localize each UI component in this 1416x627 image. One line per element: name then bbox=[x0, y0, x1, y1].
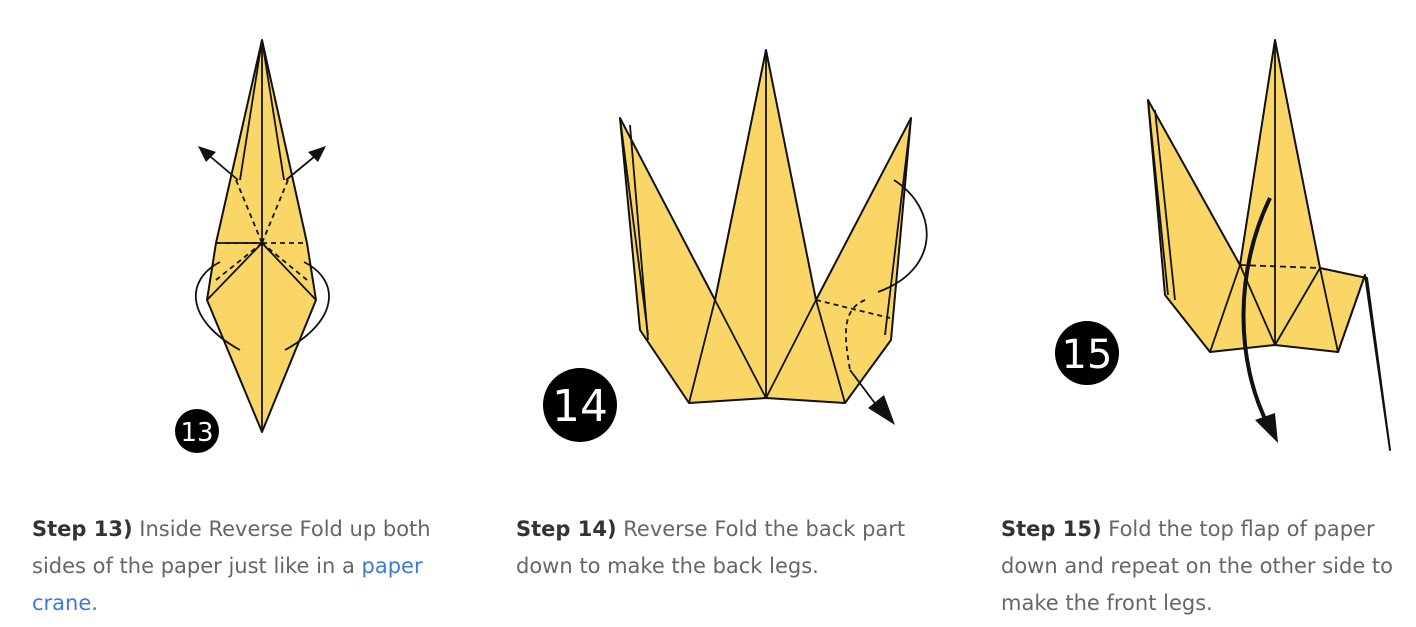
step-14-badge-number: 14 bbox=[552, 381, 608, 432]
step-13-diagram: 13 bbox=[175, 39, 330, 453]
step-15-caption: Step 15) Fold the top flap of paper down… bbox=[1001, 511, 1413, 622]
step-13: 13 Step 13) Inside Reverse Fold up both … bbox=[0, 0, 470, 627]
step-15-diagram: 15 bbox=[1055, 39, 1391, 451]
step-14-caption: Step 14) Reverse Fold the back part down… bbox=[516, 511, 966, 585]
step-13-arrowhead-left bbox=[198, 146, 216, 162]
step-14-diagram: 14 bbox=[543, 49, 928, 442]
paper-crane-link[interactable]: paper crane bbox=[32, 554, 423, 615]
step-14-label: Step 14) bbox=[516, 517, 617, 541]
step-15-label: Step 15) bbox=[1001, 517, 1102, 541]
step-13-text-end: . bbox=[91, 591, 98, 615]
step-14: 14 Step 14) Reverse Fold the back part d… bbox=[470, 0, 950, 627]
step-13-badge-number: 13 bbox=[180, 418, 213, 448]
step-13-caption: Step 13) Inside Reverse Fold up both sid… bbox=[32, 511, 472, 622]
step-15-arrowhead bbox=[1255, 413, 1278, 443]
step-15-paper bbox=[1147, 39, 1391, 451]
step-13-text: Inside Reverse Fold up both sides of the… bbox=[32, 517, 431, 578]
step-15-text: Fold the top flap of paper down and repe… bbox=[1001, 517, 1394, 615]
step-13-arrowhead-right bbox=[308, 146, 326, 162]
step-15-badge-number: 15 bbox=[1062, 332, 1113, 378]
step-14-arrowhead bbox=[868, 395, 895, 425]
step-15: 15 Step 15) Fold the top flap of paper d… bbox=[950, 0, 1416, 627]
step-13-label: Step 13) bbox=[32, 517, 133, 541]
step-13-badge: 13 bbox=[175, 409, 219, 453]
step-14-badge: 14 bbox=[543, 368, 617, 442]
step-15-badge: 15 bbox=[1055, 321, 1119, 385]
step-14-text: Reverse Fold the back part down to make … bbox=[516, 517, 906, 578]
